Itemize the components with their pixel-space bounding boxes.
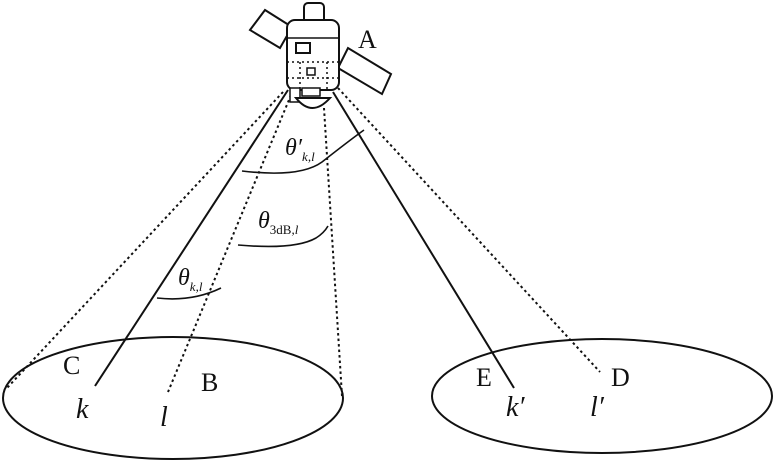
angle-label-theta: θk,l	[178, 265, 203, 294]
angle-arc-theta-3db	[237, 225, 329, 248]
angle-theta-3db-sub-b: ,l	[291, 222, 298, 237]
label-c: C	[63, 351, 80, 380]
angle-theta-3db-symbol: θ	[258, 208, 270, 234]
angle-label-theta-3db: θ3dB,l	[258, 208, 299, 237]
angle-theta-sub: k,l	[190, 279, 203, 294]
beam-label-l-prime: l′	[590, 392, 605, 423]
beam-l-line	[167, 94, 292, 393]
coverage-ellipse-right	[431, 338, 773, 454]
angle-theta-3db-sub-a: 3dB	[270, 222, 292, 237]
satellite-icon	[248, 2, 393, 109]
label-e: E	[476, 363, 492, 392]
angle-theta-symbol: θ	[178, 265, 190, 291]
beam-label-k: k	[76, 394, 89, 425]
label-b: B	[201, 368, 218, 397]
beam-edge-left-line	[6, 91, 284, 389]
angle-arc-theta-prime	[241, 129, 365, 174]
angle-label-theta-prime: θ′k,l	[285, 135, 315, 164]
beam-label-k-prime: k′	[506, 392, 525, 423]
angle-arc-theta	[156, 287, 222, 300]
beam-edge-right-line	[323, 107, 343, 397]
beam-l-prime-line	[337, 87, 601, 373]
label-d: D	[611, 363, 630, 392]
angle-theta-prime-symbol: θ′	[285, 135, 303, 161]
beam-k-prime-line	[332, 91, 515, 389]
beam-label-l: l	[160, 402, 168, 433]
beam-k-line	[94, 89, 289, 387]
label-a: A	[358, 25, 377, 54]
angle-theta-prime-sub: k,l	[302, 149, 315, 164]
coverage-ellipse-left	[2, 336, 344, 460]
